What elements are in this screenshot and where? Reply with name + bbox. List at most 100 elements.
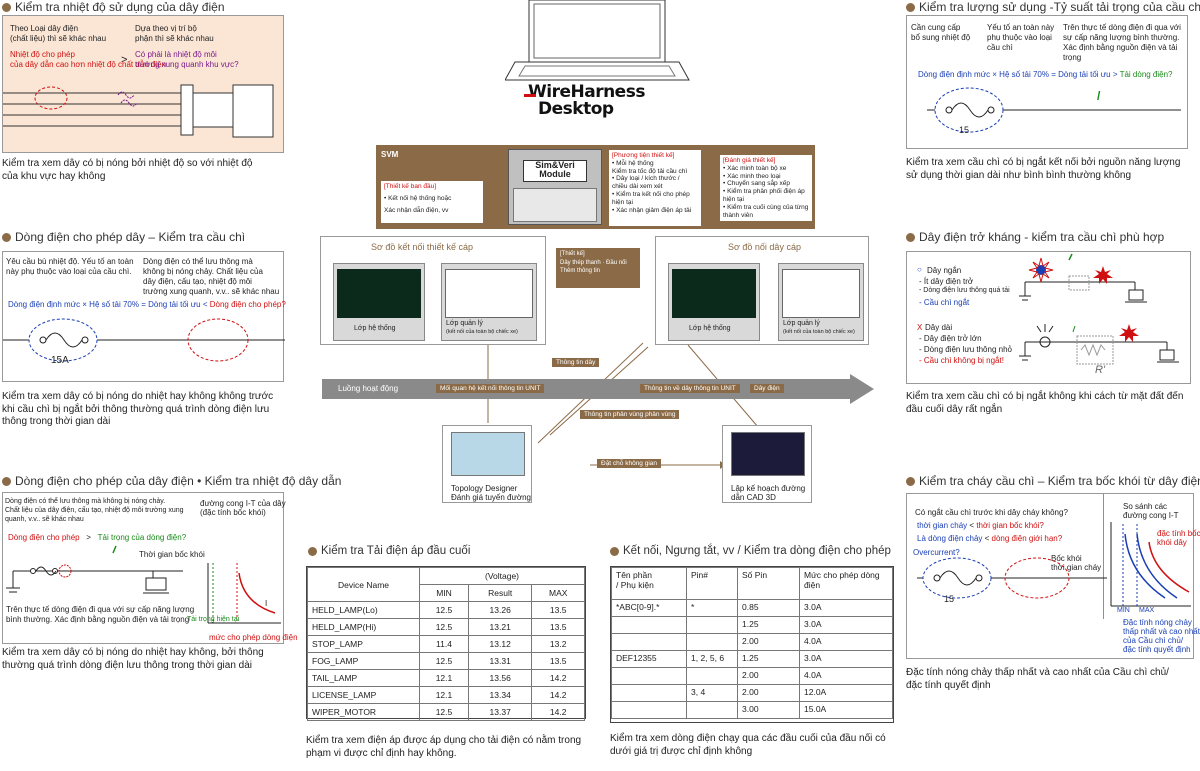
note: Bốc khói	[1051, 554, 1082, 563]
note: đặc tính quyết định	[1123, 645, 1191, 654]
note: đặc tính bốc	[1157, 529, 1200, 538]
note: Trên thực tế dòng điện đi qua với	[1063, 23, 1181, 32]
note: - Dây điện trở lớn	[919, 334, 982, 343]
table-cell: 3.0A	[799, 616, 893, 634]
note: Cần cung cấp	[911, 23, 961, 32]
equation: Dòng điện cho phép	[8, 533, 80, 542]
table-cell: WIPER_MOTOR	[307, 703, 420, 721]
table-cell: 0.85	[737, 599, 800, 617]
section-title-resistance: Dây điện trở kháng - kiểm tra cầu chì ph…	[906, 230, 1164, 244]
laptop-icon	[505, 0, 690, 81]
logo-accent	[524, 94, 536, 97]
flow-tag: Thông tin về dây thông tin UNIT	[640, 384, 740, 393]
caption: Kiểm tra xem dây có bị nóng do nhiệt hay…	[2, 647, 264, 671]
note: mức cho phép dòng điện	[209, 633, 298, 642]
note: thấp nhất và cao nhất	[1123, 627, 1200, 636]
note: - Ít dây điện trở	[919, 277, 974, 286]
caption: Kiểm tra xem cầu chì có bị ngắt kết nối …	[906, 157, 1181, 181]
pane-title: Sơ đồ nối dây cáp	[728, 242, 801, 252]
note: của dây dẫn cao hơn nhiệt độ chất dẫn đi…	[10, 60, 167, 69]
table-cell: 3.0A	[799, 599, 893, 617]
table-cell: 4.0A	[799, 633, 893, 651]
module-content	[513, 188, 597, 222]
arrow-icon: >	[121, 54, 128, 66]
note: phận thì sẽ khác nhau	[135, 34, 214, 43]
fuse-icon	[3, 318, 285, 362]
system-layer-screen: Lớp hệ thống	[668, 263, 760, 341]
ng-icon: X	[917, 323, 923, 332]
svm-panel: SVM [Thiết kế ban đầu]• Kết nối hệ thống…	[376, 145, 815, 229]
section-title-fuse-check: Dòng điện cho phép dây – Kiểm tra cầu ch…	[2, 230, 245, 244]
note: Dây ngắn	[927, 266, 962, 275]
note: Dây dài	[925, 323, 953, 332]
note: Có ngắt cầu chì trước khi dây cháy không…	[915, 508, 1068, 517]
wire-current-diagram: Dòng điện có thể lưu thông mà không bị n…	[2, 492, 286, 644]
table-cell: HELD_LAMP(Hi)	[307, 618, 420, 636]
bullet-icon	[2, 232, 11, 242]
table-cell: 13.12	[467, 635, 533, 653]
table-cell: 15.0A	[799, 701, 893, 719]
note: Dòng điện có thể lưu thông mà	[143, 257, 253, 266]
equation: >	[86, 533, 91, 542]
note: dây điện, cấu tạo, nhiệt độ môi	[143, 277, 252, 286]
section-title-fuse-load: Kiểm tra lượng sử dụng -Tỷ suất tải trọn…	[906, 0, 1200, 14]
col-header: MIN	[419, 584, 469, 602]
resistance-diagram: ○ Dây ngắn - Ít dây điện trở - Dòng điện…	[906, 251, 1191, 384]
note: đường cong I-T của dây	[200, 499, 286, 508]
note: Có phải là nhiệt độ môi	[135, 50, 217, 59]
note: cầu chì	[987, 43, 1013, 52]
flow-tag: Thông tin dây	[552, 358, 600, 367]
note: Chất liệu của dây điện, cấu tạo, nhiệt đ…	[5, 507, 184, 514]
management-layer-screen: Lớp quản lý(kết nối của toàn bộ chiếc xe…	[441, 263, 537, 341]
note: trọng	[1063, 53, 1082, 62]
table-cell: 12.5	[419, 703, 469, 721]
flow-tag: Mối quan hệ kết nối thông tin UNIT	[436, 384, 545, 393]
label: Đánh giá tuyến đường	[451, 493, 531, 502]
table-cell: 3, 4	[686, 684, 738, 702]
table-cell: 13.56	[467, 669, 533, 687]
table-cell: 13.34	[467, 686, 533, 704]
circuit-icon	[6, 545, 281, 624]
note: - Cầu chì ngắt	[919, 298, 970, 307]
formula: Dòng điện định mức × Hệ số tải 70% = Dòn…	[8, 300, 208, 309]
note: này phụ thuộc vào loại của cầu chì.	[6, 267, 132, 276]
i-t-curve-icon	[1103, 494, 1191, 619]
topology-designer-panel: Topology Designer Đánh giá tuyến đường	[442, 425, 532, 503]
note: bổ sung nhiệt độ	[911, 33, 971, 42]
table-cell: 12.1	[419, 686, 469, 704]
note: So sánh các	[1123, 502, 1168, 511]
table-cell: 13.5	[531, 618, 585, 636]
flow-tag: Thông tin phản vùng phản vùng	[580, 410, 680, 419]
table-cell: 2.00	[737, 633, 800, 651]
note: Tải trọng hiện tại	[187, 616, 240, 623]
note: Xác định bằng nguồn điện và tải	[1063, 43, 1178, 52]
flow-tag: Đặt chỗ không gian	[597, 459, 662, 468]
axis-label: MAX	[1139, 607, 1155, 614]
table-cell: 12.5	[419, 601, 469, 619]
table-cell: 1.25	[737, 650, 800, 668]
table-cell: STOP_LAMP	[307, 635, 420, 653]
section-title-voltage: Kiểm tra Tải điện áp đầu cuối	[308, 545, 470, 557]
table-cell	[686, 701, 738, 719]
table-cell: TAIL_LAMP	[307, 669, 420, 687]
table-cell: 14.2	[531, 669, 585, 687]
caption: Kiểm tra xem điện áp được áp dụng cho tả…	[306, 735, 582, 759]
bullet-icon	[2, 2, 11, 12]
caption: Kiểm tra xem cầu chì có bị ngắt không kh…	[906, 391, 1184, 415]
table-cell: 13.31	[467, 652, 533, 670]
note: - Dòng điện lưu thông quá tải	[919, 287, 1010, 294]
table-cell	[686, 616, 738, 634]
caption: Đặc tính nóng chảy thấp nhất và cao nhất…	[906, 667, 1169, 691]
note: Dựa theo vị trí bộ	[135, 24, 197, 33]
table-cell: 1, 2, 5, 6	[686, 650, 738, 668]
note: trường xung quanh, v.v.. sẽ khác nhau	[143, 287, 280, 296]
section-title-wire-current: Dòng điện cho phép của dây điện • Kiểm t…	[2, 474, 341, 488]
svm-label: SVM	[381, 150, 399, 159]
